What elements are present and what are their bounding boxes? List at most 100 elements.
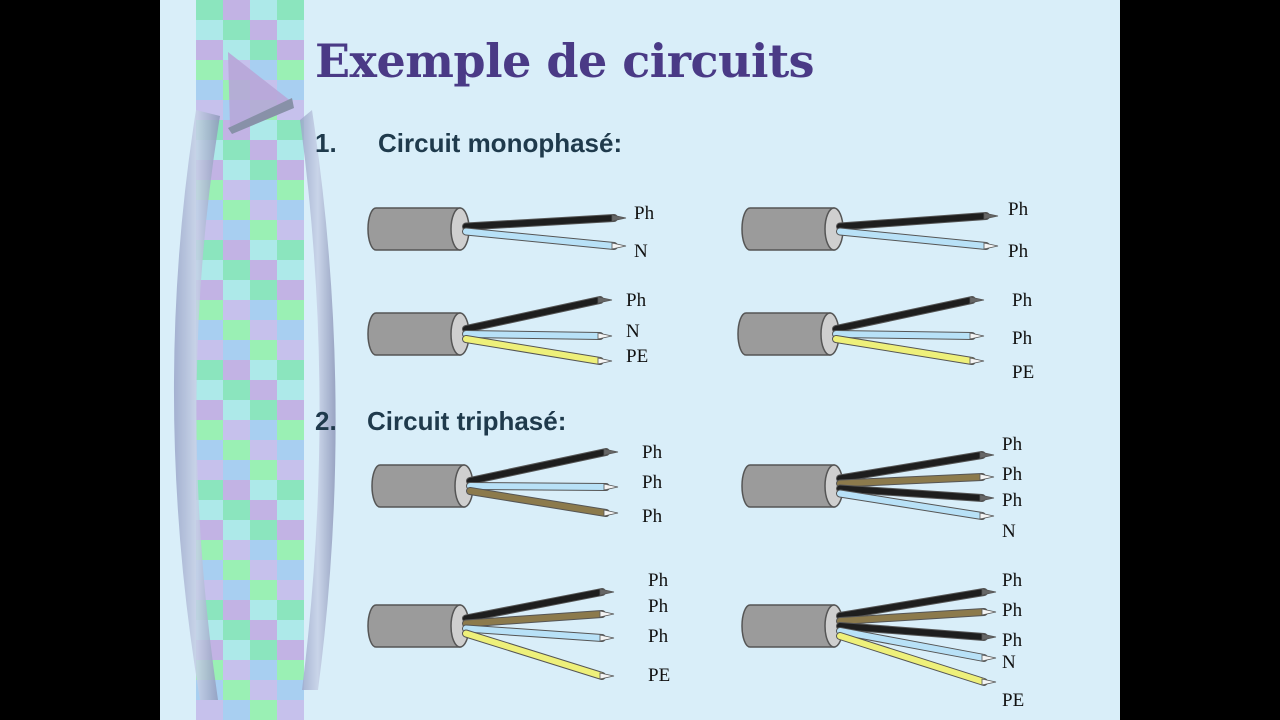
wire-tip <box>603 509 619 517</box>
wire-label: Ph <box>1008 241 1029 262</box>
wire-label: Ph <box>634 203 655 224</box>
wire-label: PE <box>1012 362 1035 383</box>
wire-blue <box>463 228 617 249</box>
section-2-title: Circuit triphasé: <box>367 406 567 436</box>
wire-tip <box>983 212 999 220</box>
wire-brown <box>837 609 987 624</box>
wire-tip <box>969 357 985 365</box>
wire-label: PE <box>626 346 649 367</box>
wire-label: Ph <box>642 442 663 463</box>
wire-tip <box>979 494 995 502</box>
wire-label: Ph <box>1002 600 1023 621</box>
wire-blue <box>463 625 605 641</box>
cable-mono-ph-n <box>367 207 627 251</box>
wire-label: Ph <box>1002 630 1023 651</box>
wire-tip <box>611 214 627 222</box>
wire-black <box>837 452 985 482</box>
wire-tip <box>979 473 995 481</box>
slide: Exemple de circuits 1. Circuit monophasé… <box>160 0 1120 720</box>
wire-yellow <box>837 633 987 685</box>
wire-tip <box>981 633 997 641</box>
wire-blue <box>837 628 987 661</box>
wire-label: Ph <box>1012 290 1033 311</box>
wire-tip <box>969 332 985 340</box>
wire-label: PE <box>648 665 671 686</box>
cable-tri-3ph <box>371 448 619 517</box>
wire-tip <box>597 296 613 304</box>
cable-sheath <box>737 312 831 356</box>
wire-tip <box>983 242 999 250</box>
cable-mono-ph-ph-pe <box>737 296 985 365</box>
cable-mono-ph-ph <box>741 207 999 251</box>
wire-tip <box>981 608 997 616</box>
wire-black <box>837 589 987 619</box>
cable-sheath <box>371 464 465 508</box>
wire-black <box>463 297 603 332</box>
section-2-number: 2. <box>315 406 337 436</box>
wire-blue <box>833 331 975 339</box>
wire-label: Ph <box>1012 328 1033 349</box>
wire-blue <box>837 490 985 519</box>
wire-tip <box>597 357 613 365</box>
wire-tip <box>979 451 995 459</box>
wire-label: Ph <box>642 472 663 493</box>
wire-label: Ph <box>1002 464 1023 485</box>
wire-tip <box>969 296 985 304</box>
wire-tip <box>599 588 615 596</box>
cable-tri-3ph-n <box>741 451 995 520</box>
cable-sheath <box>741 604 835 648</box>
wire-tip <box>981 654 997 662</box>
wire-tip <box>599 672 615 680</box>
wire-black <box>467 449 609 484</box>
wire-brown <box>467 488 609 516</box>
wire-tip <box>603 483 619 491</box>
wire-yellow <box>833 336 975 364</box>
wire-blue <box>467 483 609 490</box>
cable-sheath <box>741 207 835 251</box>
wire-label: N <box>634 241 648 262</box>
cable-tri-3ph-pe <box>367 588 615 680</box>
section-1-title: Circuit monophasé: <box>378 128 623 158</box>
wire-tip <box>611 242 627 250</box>
cable-mono-ph-n-pe <box>367 296 613 365</box>
cable-diagram <box>367 207 999 686</box>
slide-title: Exemple de circuits <box>315 34 815 88</box>
wire-blue <box>837 228 989 249</box>
wire-label: Ph <box>648 626 669 647</box>
wire-label: Ph <box>648 570 669 591</box>
cable-sheath <box>367 604 461 648</box>
wire-yellow <box>463 336 603 364</box>
wire-black <box>837 485 985 501</box>
wire-brown <box>463 611 605 627</box>
decorative-sidebar <box>173 0 336 720</box>
wire-tip <box>979 512 995 520</box>
wire-tip <box>981 588 997 596</box>
wire-black <box>463 589 605 622</box>
wire-label: Ph <box>1002 490 1023 511</box>
wire-label: N <box>1002 652 1016 673</box>
wire-black <box>833 297 975 332</box>
wire-blue <box>463 331 603 339</box>
wire-label: PE <box>1002 690 1025 711</box>
wire-label: Ph <box>642 506 663 527</box>
wire-tip <box>981 678 997 686</box>
cable-sheath <box>367 207 461 251</box>
wire-yellow <box>463 630 605 679</box>
wire-label: Ph <box>626 290 647 311</box>
wire-tip <box>599 634 615 642</box>
cable-sheath <box>367 312 461 356</box>
wire-tip <box>599 610 615 618</box>
cable-tri-3ph-n-pe <box>741 588 997 686</box>
wire-label: Ph <box>1002 570 1023 591</box>
wire-tip <box>597 332 613 340</box>
wire-label: Ph <box>1008 199 1029 220</box>
wire-label: Ph <box>648 596 669 617</box>
wire-label: Ph <box>1002 434 1023 455</box>
wire-tip <box>603 448 619 456</box>
wire-brown <box>837 474 985 487</box>
cable-sheath <box>741 464 835 508</box>
wire-black <box>837 623 987 640</box>
wire-black <box>463 215 617 230</box>
section-1-number: 1. <box>315 128 337 158</box>
wire-label: N <box>1002 521 1016 542</box>
